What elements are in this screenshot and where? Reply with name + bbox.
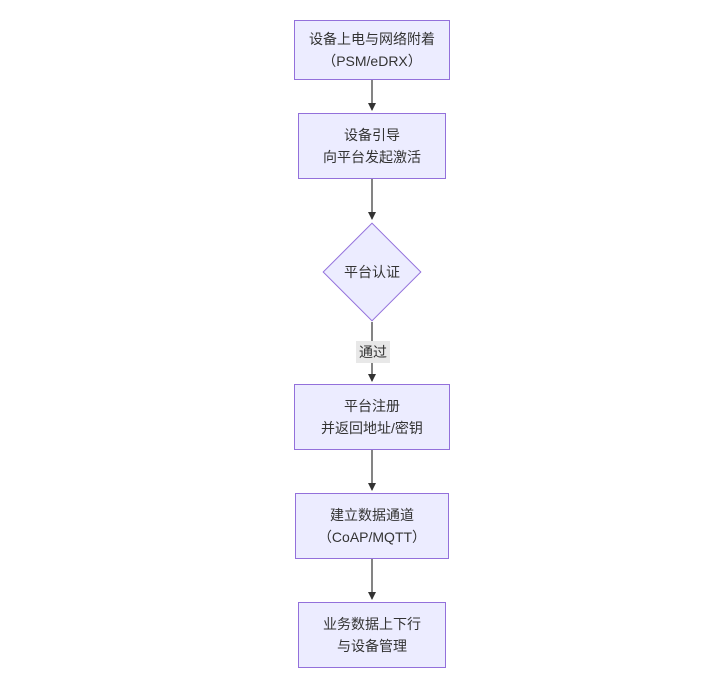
node-text-line: 平台注册 bbox=[344, 398, 400, 414]
node-text-line: 设备引导 bbox=[344, 127, 400, 143]
node-text-line: 与设备管理 bbox=[337, 638, 407, 654]
node-text-line: 业务数据上下行 bbox=[323, 616, 421, 632]
node-text-line: 建立数据通道 bbox=[330, 507, 414, 523]
node-text-line: （PSM/eDRX） bbox=[322, 53, 422, 69]
edge-label-pass: 通过 bbox=[356, 341, 390, 363]
node-power-attach: 设备上电与网络附着 （PSM/eDRX） bbox=[294, 20, 450, 80]
node-text-line: 向平台发起激活 bbox=[323, 149, 421, 165]
node-data-channel: 建立数据通道 （CoAP/MQTT） bbox=[295, 493, 449, 559]
node-text-line: 并返回地址/密钥 bbox=[321, 420, 423, 436]
node-text-line: （CoAP/MQTT） bbox=[317, 529, 427, 545]
node-business: 业务数据上下行 与设备管理 bbox=[298, 602, 446, 668]
node-register: 平台注册 并返回地址/密钥 bbox=[294, 384, 450, 450]
node-bootstrap: 设备引导 向平台发起激活 bbox=[298, 113, 446, 179]
node-text-line: 设备上电与网络附着 bbox=[309, 31, 435, 47]
node-platform-auth-label: 平台认证 bbox=[344, 264, 400, 280]
